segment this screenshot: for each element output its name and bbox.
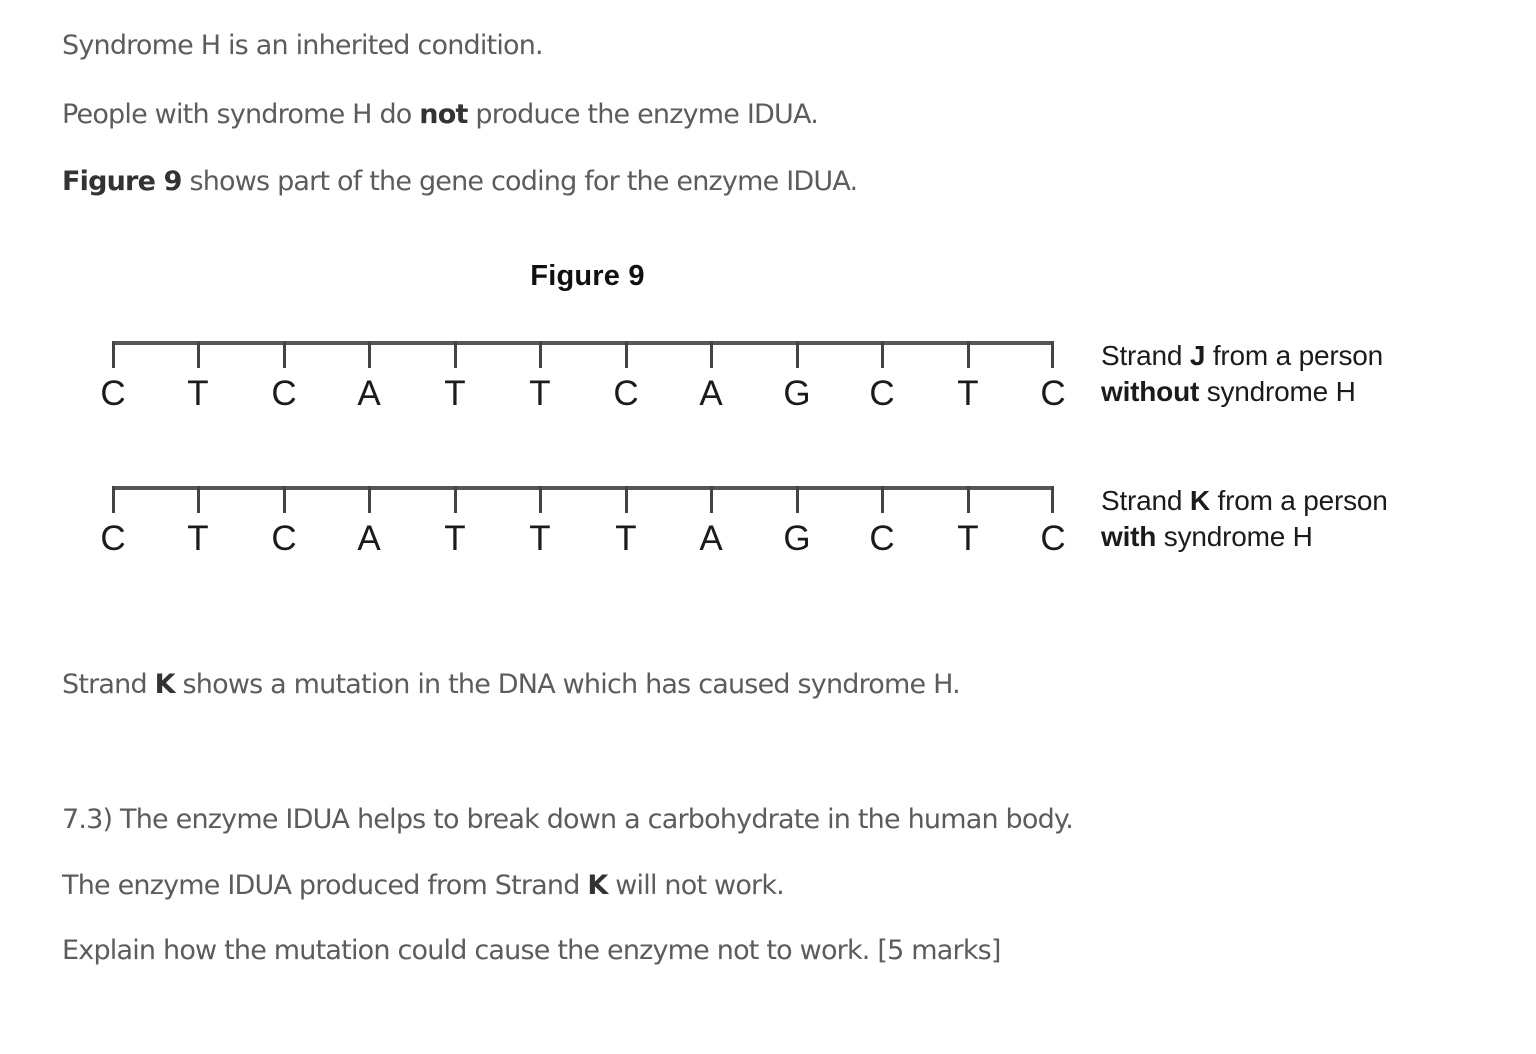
- base: A: [357, 374, 381, 413]
- base: G: [783, 519, 811, 558]
- base: T: [187, 374, 209, 413]
- question-line-1: 7.3) The enzyme IDUA helps to break down…: [62, 804, 1074, 835]
- intro-line-2-bold-not: not: [419, 99, 468, 130]
- base: T: [957, 519, 979, 558]
- strand-k-tick: [112, 486, 115, 513]
- base: T: [957, 374, 979, 413]
- question-line-1-text: 7.3) The enzyme IDUA helps to break down…: [62, 804, 1074, 835]
- strand-j-label-part-c: syndrome H: [1199, 376, 1356, 407]
- intro-line-3-part-b: shows part of the gene coding for the en…: [181, 166, 858, 197]
- strand-j-tick: [539, 341, 542, 368]
- strand-k-label-bold-with: with: [1101, 521, 1157, 552]
- strand-k-letter: K: [1189, 485, 1210, 516]
- mutation-note-part-a: Strand: [62, 669, 155, 700]
- strand-k-tick: [881, 486, 884, 513]
- base: T: [444, 519, 466, 558]
- strand-k-tick: [539, 486, 542, 513]
- strand-j-label-part-a: Strand: [1101, 340, 1190, 371]
- intro-line-2-part-a: People with syndrome H do: [62, 99, 420, 130]
- strand-k-tick: [796, 486, 799, 513]
- question-line-2-part-a: The enzyme IDUA produced from Strand: [62, 870, 588, 901]
- strand-j-bases: C T C A T T C A G C T C: [100, 374, 1065, 414]
- strand-k-ruler-line: [112, 486, 1054, 490]
- base: C: [100, 374, 126, 413]
- strand-j-tick: [197, 341, 200, 368]
- strand-j-tick: [796, 341, 799, 368]
- figure-reference-bold: Figure 9: [62, 166, 182, 197]
- strand-j-tick: [967, 341, 970, 368]
- mutation-note-part-b: shows a mutation in the DNA which has ca…: [174, 669, 961, 700]
- strand-j-tick: [1051, 341, 1054, 368]
- question-line-2: The enzyme IDUA produced from Strand K w…: [62, 870, 785, 901]
- strand-j-tick: [283, 341, 286, 368]
- strand-k-tick: [967, 486, 970, 513]
- strand-k-tick: [197, 486, 200, 513]
- base: C: [100, 519, 126, 558]
- strand-k-tick: [625, 486, 628, 513]
- intro-line-1: Syndrome H is an inherited condition.: [62, 30, 544, 61]
- strand-k-ruler: [112, 486, 1054, 513]
- base: A: [699, 374, 723, 413]
- question-line-2-bold-k: K: [587, 870, 608, 901]
- question-line-2-part-b: will not work.: [607, 870, 785, 901]
- strand-j-ruler-line: [112, 341, 1054, 345]
- strand-k-tick: [283, 486, 286, 513]
- figure-9: Figure 9 C T C A T T C A G: [100, 260, 1521, 559]
- strand-j-tick: [625, 341, 628, 368]
- strand-k-tick: [368, 486, 371, 513]
- strand-j-tick: [454, 341, 457, 368]
- strand-j-label-part-b: from a person: [1205, 340, 1383, 371]
- strand-k-tick: [1051, 486, 1054, 513]
- base: T: [529, 519, 551, 558]
- strand-j-tick: [710, 341, 713, 368]
- mutation-note: Strand K shows a mutation in the DNA whi…: [62, 669, 961, 700]
- strand-k-tick: [710, 486, 713, 513]
- base: C: [869, 519, 895, 558]
- base: G: [783, 374, 811, 413]
- base: A: [699, 519, 723, 558]
- question-line-3-text: Explain how the mutation could cause the…: [62, 935, 1001, 966]
- base: T: [444, 374, 466, 413]
- strand-k-label-part-a: Strand: [1101, 485, 1190, 516]
- base: C: [869, 374, 895, 413]
- intro-line-2: People with syndrome H do not produce th…: [62, 99, 819, 130]
- strand-k-label-part-b: from a person: [1209, 485, 1388, 516]
- intro-line-2-part-b: produce the enzyme IDUA.: [467, 99, 818, 130]
- strand-j-label: Strand J from a person without syndrome …: [1101, 338, 1521, 410]
- question-line-3: Explain how the mutation could cause the…: [62, 937, 1001, 964]
- strand-k-bases: C T C A T T T A G C T C: [100, 519, 1065, 559]
- base: C: [1040, 374, 1066, 413]
- figure-title: Figure 9: [530, 260, 645, 292]
- strand-j-tick: [368, 341, 371, 368]
- intro-line-1-text: Syndrome H is an inherited condition.: [62, 30, 544, 61]
- strand-j-tick: [881, 341, 884, 368]
- intro-line-3: Figure 9 shows part of the gene coding f…: [62, 166, 858, 197]
- strand-k-label: Strand K from a person with syndrome H: [1101, 483, 1521, 555]
- strand-k-label-part-c: syndrome H: [1156, 521, 1313, 552]
- base: C: [1040, 519, 1066, 558]
- mutation-note-bold-k: K: [154, 669, 176, 700]
- base: T: [615, 519, 637, 558]
- base: T: [187, 519, 209, 558]
- strand-k-tick: [454, 486, 457, 513]
- base: C: [613, 374, 639, 413]
- strand-j-letter: J: [1189, 340, 1206, 371]
- base: T: [529, 374, 551, 413]
- strand-j-ruler: [112, 341, 1054, 368]
- strand-j-tick: [112, 341, 115, 368]
- base: C: [271, 519, 297, 558]
- strand-j-label-bold-without: without: [1101, 376, 1200, 407]
- base: A: [357, 519, 381, 558]
- base: C: [271, 374, 297, 413]
